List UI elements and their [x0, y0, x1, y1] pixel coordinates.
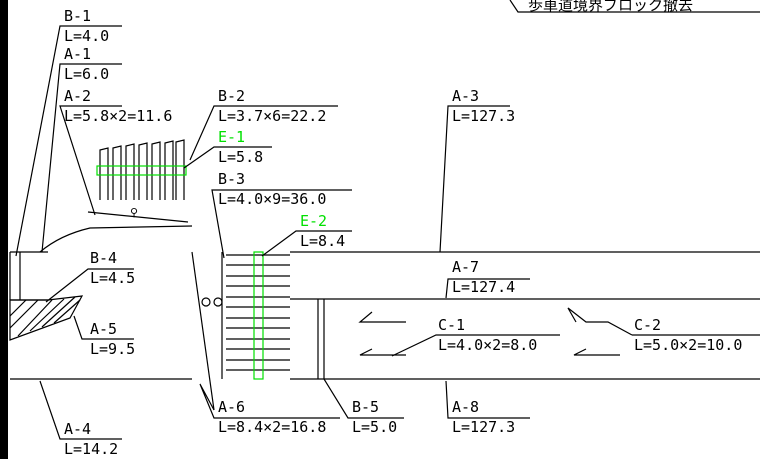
- svg-text:L=4.0×9=36.0: L=4.0×9=36.0: [218, 190, 326, 208]
- label-a7: A-7 L=127.4: [452, 258, 515, 296]
- svg-text:L=5.8×2=11.6: L=5.8×2=11.6: [64, 107, 172, 125]
- arrows: [358, 307, 633, 356]
- svg-text:L=6.0: L=6.0: [64, 65, 109, 83]
- crosswalk: [201, 251, 290, 380]
- left-border: [0, 0, 8, 459]
- svg-text:C-1: C-1: [438, 316, 465, 334]
- svg-text:A-7: A-7: [452, 258, 479, 276]
- svg-text:L=8.4×2=16.8: L=8.4×2=16.8: [218, 418, 326, 436]
- label-c1: C-1 L=4.0×2=8.0: [438, 316, 537, 354]
- svg-text:L=9.5: L=9.5: [90, 340, 135, 358]
- svg-text:A-6: A-6: [218, 398, 245, 416]
- label-b2: B-2 L=3.7×6=22.2: [218, 87, 326, 125]
- svg-text:⚲: ⚲: [130, 206, 138, 219]
- island-hatch: [9, 295, 84, 341]
- svg-text:E-2: E-2: [300, 212, 327, 230]
- label-b3: B-3 L=4.0×9=36.0: [218, 170, 326, 208]
- svg-text:C-2: C-2: [634, 316, 661, 334]
- svg-text:L=5.0×2=10.0: L=5.0×2=10.0: [634, 336, 742, 354]
- svg-text:B-3: B-3: [218, 170, 245, 188]
- svg-text:A-8: A-8: [452, 398, 479, 416]
- e1-marker: [96, 165, 187, 176]
- svg-text:B-2: B-2: [218, 87, 245, 105]
- label-a1: A-1 L=6.0: [64, 45, 109, 83]
- svg-text:L=127.3: L=127.3: [452, 107, 515, 125]
- label-e2: E-2 L=8.4: [300, 212, 345, 250]
- svg-text:B-4: B-4: [90, 249, 117, 267]
- curb-blocks: ⚲: [96, 139, 187, 219]
- svg-text:A-3: A-3: [452, 87, 479, 105]
- label-a4: A-4 L=14.2: [64, 420, 118, 458]
- svg-text:L=4.5: L=4.5: [90, 269, 135, 287]
- label-b4: B-4 L=4.5: [90, 249, 135, 287]
- svg-text:A-4: A-4: [64, 420, 91, 438]
- svg-text:L=14.2: L=14.2: [64, 440, 118, 458]
- label-b5: B-5 L=5.0: [352, 398, 397, 436]
- svg-text:L=4.0×2=8.0: L=4.0×2=8.0: [438, 336, 537, 354]
- svg-text:L=127.3: L=127.3: [452, 418, 515, 436]
- e2-marker: [253, 251, 264, 380]
- label-b1: B-1 L=4.0: [64, 7, 109, 45]
- label-a5: A-5 L=9.5: [90, 320, 135, 358]
- svg-text:E-1: E-1: [218, 128, 245, 146]
- svg-text:L=3.7×6=22.2: L=3.7×6=22.2: [218, 107, 326, 125]
- label-a3: A-3 L=127.3: [452, 87, 515, 125]
- svg-text:L=127.4: L=127.4: [452, 278, 515, 296]
- label-a8: A-8 L=127.3: [452, 398, 515, 436]
- label-a6: A-6 L=8.4×2=16.8: [218, 398, 326, 436]
- leaders: [15, 25, 760, 440]
- road-lines: [9, 211, 760, 380]
- svg-text:B-1: B-1: [64, 7, 91, 25]
- svg-text:A-5: A-5: [90, 320, 117, 338]
- label-e1: E-1 L=5.8: [218, 128, 263, 166]
- svg-text:L=4.0: L=4.0: [64, 27, 109, 45]
- label-c2: C-2 L=5.0×2=10.0: [634, 316, 742, 354]
- svg-text:A-1: A-1: [64, 45, 91, 63]
- svg-text:L=8.4: L=8.4: [300, 232, 345, 250]
- label-a2: A-2 L=5.8×2=11.6: [64, 87, 172, 125]
- header-note: 歩車道境界ブロック撤去: [509, 0, 760, 14]
- svg-text:L=5.0: L=5.0: [352, 418, 397, 436]
- header-note-text: 歩車道境界ブロック撤去: [528, 0, 693, 14]
- svg-text:B-5: B-5: [352, 398, 379, 416]
- svg-text:A-2: A-2: [64, 87, 91, 105]
- svg-text:L=5.8: L=5.8: [218, 148, 263, 166]
